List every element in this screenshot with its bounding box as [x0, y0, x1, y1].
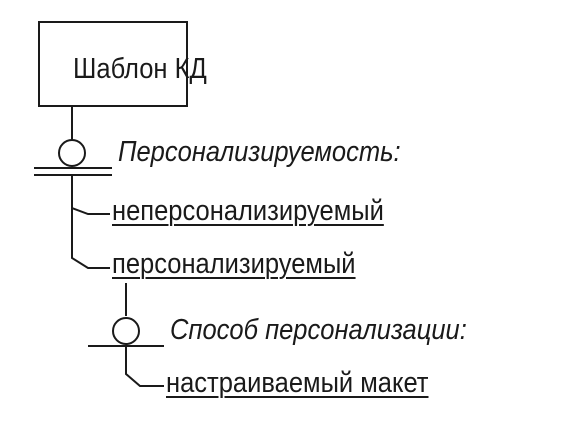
facet-1-circle-icon — [58, 139, 86, 167]
facet-2-label: Способ персонализации: — [170, 314, 467, 346]
facet-1-value-1: неперсонализируемый — [112, 195, 384, 227]
root-label: Шаблон КД — [73, 53, 207, 85]
branch-value-3 — [125, 346, 164, 387]
branch-value-1 — [71, 175, 110, 215]
root-box — [38, 21, 188, 107]
facet-1-value-2: персонализируемый — [112, 248, 356, 280]
branch-value-2 — [71, 208, 110, 269]
facet-2-circle-icon — [112, 317, 140, 345]
facet-1-label: Персонализируемость: — [118, 136, 401, 168]
facet-2-value-1: настраиваемый макет — [166, 367, 429, 399]
